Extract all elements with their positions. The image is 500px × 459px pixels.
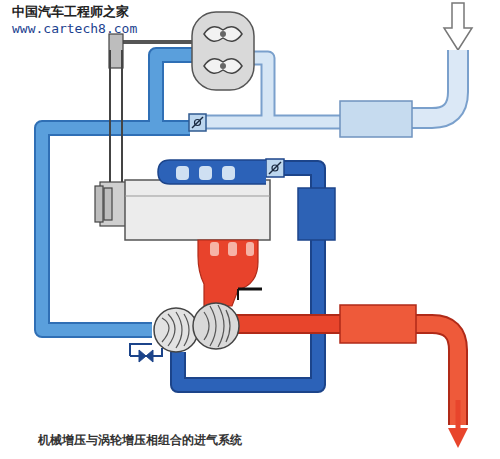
- roots-supercharger-part: [122, 40, 196, 44]
- roots-supercharger-part: [220, 31, 226, 37]
- turbocharger-part: [204, 305, 230, 347]
- air-filter: [340, 101, 412, 137]
- roots-supercharger-part: [220, 63, 226, 69]
- blow-off-valve-part: [139, 350, 153, 362]
- engine-block-part: [95, 186, 103, 222]
- exhaust-pipe-part: [414, 324, 458, 425]
- watermark-url: www.cartech8.com: [12, 21, 137, 36]
- muffler: [340, 305, 416, 343]
- exhaust-manifold: [198, 240, 258, 306]
- turbocharger: [154, 303, 239, 352]
- belt-drive-part: [121, 50, 123, 192]
- turbocharger-part: [162, 312, 189, 348]
- turbocharger-part: [154, 308, 198, 352]
- intake-manifold: [158, 160, 266, 184]
- intake-manifold-part: [158, 160, 266, 184]
- intake-manifold-part: [199, 166, 212, 180]
- bypass-valve-part: [189, 114, 206, 131]
- intake-arrow-part: [444, 3, 472, 50]
- main-throttle-part: [269, 162, 281, 174]
- main-throttle-part: [266, 159, 284, 177]
- exhaust-arrow: [448, 400, 468, 448]
- watermark: 中国汽车工程师之家: [12, 3, 129, 21]
- exhaust-pipe-part: [236, 314, 342, 334]
- engine-block-part: [125, 196, 270, 197]
- roots-supercharger-part: [204, 59, 242, 73]
- intake-manifold-part: [222, 166, 235, 180]
- main-throttle: [266, 159, 284, 177]
- wastegate: [238, 289, 262, 300]
- engine-block-part: [104, 188, 112, 220]
- wastegate-part: [237, 289, 239, 300]
- blow-off-valve: [130, 344, 162, 362]
- blow-off-valve-part: [130, 348, 162, 356]
- figure-caption: 机械增压与涡轮增压相组合的进气系统: [38, 432, 242, 449]
- exhaust-manifold-part: [210, 242, 219, 256]
- intercooler-part: [298, 188, 335, 240]
- engine-block-part: [125, 180, 270, 240]
- roots-supercharger: [122, 12, 254, 90]
- roots-supercharger-part: [192, 12, 254, 90]
- wastegate-part: [238, 288, 262, 291]
- engine-block-part: [100, 182, 128, 226]
- engine-block: [95, 180, 270, 240]
- intake-arrow: [444, 3, 472, 50]
- belt-drive: [109, 34, 123, 192]
- bypass-valve: [189, 114, 206, 131]
- belt-drive-part: [109, 34, 123, 68]
- roots-supercharger-part: [204, 27, 242, 41]
- muffler-part: [340, 305, 416, 343]
- bypass-valve-part: [192, 117, 203, 128]
- exhaust-manifold-part: [228, 242, 237, 256]
- fresh-air-pipe-part: [410, 50, 458, 118]
- exhaust-manifold-part: [246, 242, 254, 256]
- exhaust-arrow-part: [448, 428, 468, 448]
- exhaust-arrow-part: [456, 400, 461, 432]
- exhaust-pipe-part: [414, 324, 458, 425]
- exhaust-manifold-part: [198, 240, 258, 306]
- turbocharger-part: [193, 303, 239, 349]
- exhaust-pipe-part: [236, 316, 342, 332]
- fresh-air-pipe-part: [410, 50, 458, 118]
- intake-manifold-part: [176, 166, 189, 180]
- intercooler: [298, 188, 335, 240]
- belt-drive-part: [109, 50, 111, 192]
- air-filter-part: [340, 101, 412, 137]
